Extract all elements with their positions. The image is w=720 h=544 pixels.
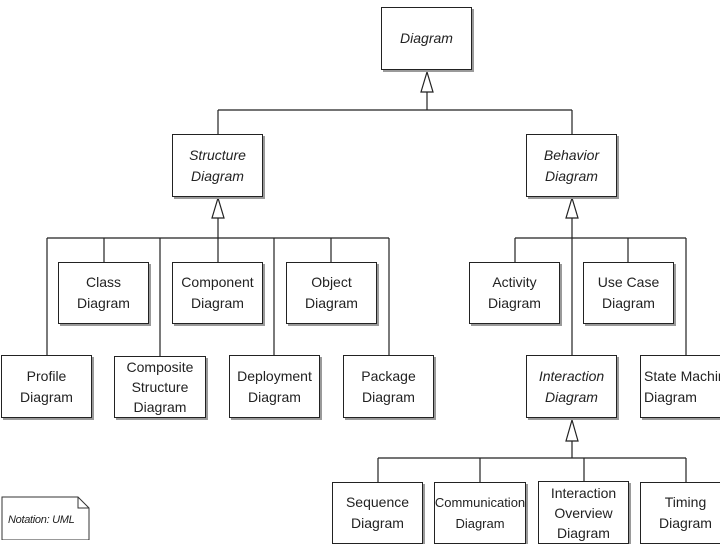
diagram-box-behavior: Behavior Diagram <box>526 134 617 197</box>
object-label: Object Diagram <box>305 274 358 311</box>
composite-structure-label: Composite Structure Diagram <box>126 359 194 415</box>
diagram-box-object: Object Diagram <box>286 262 377 324</box>
diagram-box-root: Diagram <box>381 7 472 70</box>
diagram-box-timing: Timing Diagram <box>640 482 720 544</box>
state-machine-label: State Machine Diagram <box>644 367 720 405</box>
structure-label: Structure Diagram <box>189 146 246 184</box>
use-case-label: Use Case Diagram <box>597 274 660 311</box>
class-label: Class Diagram <box>77 274 130 311</box>
timing-label: Timing Diagram <box>659 494 712 531</box>
diagram-box-interaction: Interaction Diagram <box>526 355 617 418</box>
generalization-arrow-root <box>420 69 434 93</box>
interaction-label: Interaction Diagram <box>538 367 605 405</box>
generalization-arrow-behavior <box>565 195 579 219</box>
notation-note: Notation: UML <box>8 514 75 526</box>
package-label: Package Diagram <box>361 367 416 405</box>
diagram-box-interaction-overview: Interaction Overview Diagram <box>538 481 629 544</box>
diagram-box-communication: Communication Diagram <box>434 482 526 544</box>
generalization-arrow-interaction <box>565 417 579 442</box>
generalization-arrow-structure <box>211 195 225 219</box>
behavior-label: Behavior Diagram <box>543 146 600 184</box>
diagram-box-state-machine: State Machine Diagram <box>640 355 720 418</box>
root-label: Diagram <box>400 30 453 46</box>
component-label: Component Diagram <box>181 274 254 311</box>
note-shape <box>1 496 90 540</box>
diagram-box-activity: Activity Diagram <box>469 262 560 324</box>
diagram-box-use-case: Use Case Diagram <box>583 262 674 324</box>
interaction-overview-label: Interaction Overview Diagram <box>550 484 617 541</box>
diagram-box-sequence: Sequence Diagram <box>332 482 423 544</box>
profile-label: Profile Diagram <box>20 367 73 405</box>
diagram-box-class: Class Diagram <box>58 262 149 324</box>
diagram-box-deployment: Deployment Diagram <box>229 355 320 418</box>
sequence-label: Sequence Diagram <box>345 494 410 531</box>
activity-label: Activity Diagram <box>488 274 541 311</box>
deployment-label: Deployment Diagram <box>237 367 312 405</box>
diagram-box-package: Package Diagram <box>343 355 434 418</box>
communication-label: Communication Diagram <box>434 495 526 531</box>
diagram-box-profile: Profile Diagram <box>1 355 92 418</box>
diagram-box-component: Component Diagram <box>172 262 263 324</box>
diagram-box-structure: Structure Diagram <box>172 134 263 197</box>
diagram-box-composite-structure: Composite Structure Diagram <box>114 356 206 418</box>
